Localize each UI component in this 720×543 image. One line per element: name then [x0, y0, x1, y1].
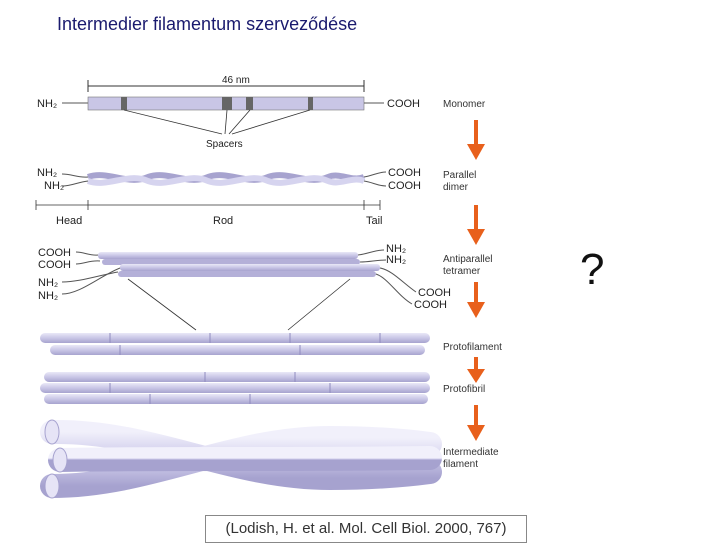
- monomer-nh2: NH₂: [37, 98, 57, 110]
- tetramer-cooh-d: COOH: [414, 299, 447, 311]
- rod-label: Rod: [213, 215, 233, 227]
- stage-tetramer: tetramer: [443, 266, 481, 277]
- stage-protofibril: Protofibril: [443, 384, 485, 395]
- protofibril: [44, 372, 430, 382]
- stage-antiparallel: Antiparallel: [443, 254, 492, 265]
- tetramer-nh2-d: NH₂: [386, 254, 406, 266]
- arrow-1: [467, 120, 485, 160]
- tetramer-cooh-c: COOH: [418, 287, 451, 299]
- dimer-nh2-b: NH₂: [44, 180, 64, 192]
- length-label: 46 nm: [222, 75, 250, 86]
- dimer-cooh-a: COOH: [388, 167, 421, 179]
- question-mark: ?: [580, 245, 605, 294]
- tetramer-cooh-a: COOH: [38, 247, 71, 259]
- stage-protofilament: Protofilament: [443, 342, 502, 353]
- monomer-cooh: COOH: [387, 98, 420, 110]
- tetramer-nh2-b: NH₂: [38, 290, 58, 302]
- spacers-label: Spacers: [206, 139, 243, 150]
- tetramer-nh2-a: NH₂: [38, 277, 58, 289]
- stage-parallel: Parallel: [443, 170, 476, 181]
- head-label: Head: [56, 215, 82, 227]
- protofilament: [40, 333, 430, 343]
- arrow-5: [467, 405, 485, 441]
- stage-monomer: Monomer: [443, 99, 486, 110]
- stage-filament: filament: [443, 459, 478, 470]
- tail-label: Tail: [366, 215, 383, 227]
- arrow-4: [467, 357, 485, 383]
- slide-title: Intermedier filamentum szerveződése: [57, 14, 358, 34]
- dimer-nh2-a: NH₂: [37, 167, 57, 179]
- tetramer-nh2-c: NH₂: [386, 243, 406, 255]
- intermediate-filament: [40, 419, 442, 491]
- tetramer-cooh-b: COOH: [38, 259, 71, 271]
- stage-intermediate: Intermediate: [443, 447, 499, 458]
- dimer-cooh-b: COOH: [388, 180, 421, 192]
- stage-dimer: dimer: [443, 182, 469, 193]
- arrow-3: [467, 282, 485, 318]
- citation-box: (Lodish, H. et al. Mol. Cell Biol. 2000,…: [205, 515, 527, 543]
- arrow-2: [467, 205, 485, 245]
